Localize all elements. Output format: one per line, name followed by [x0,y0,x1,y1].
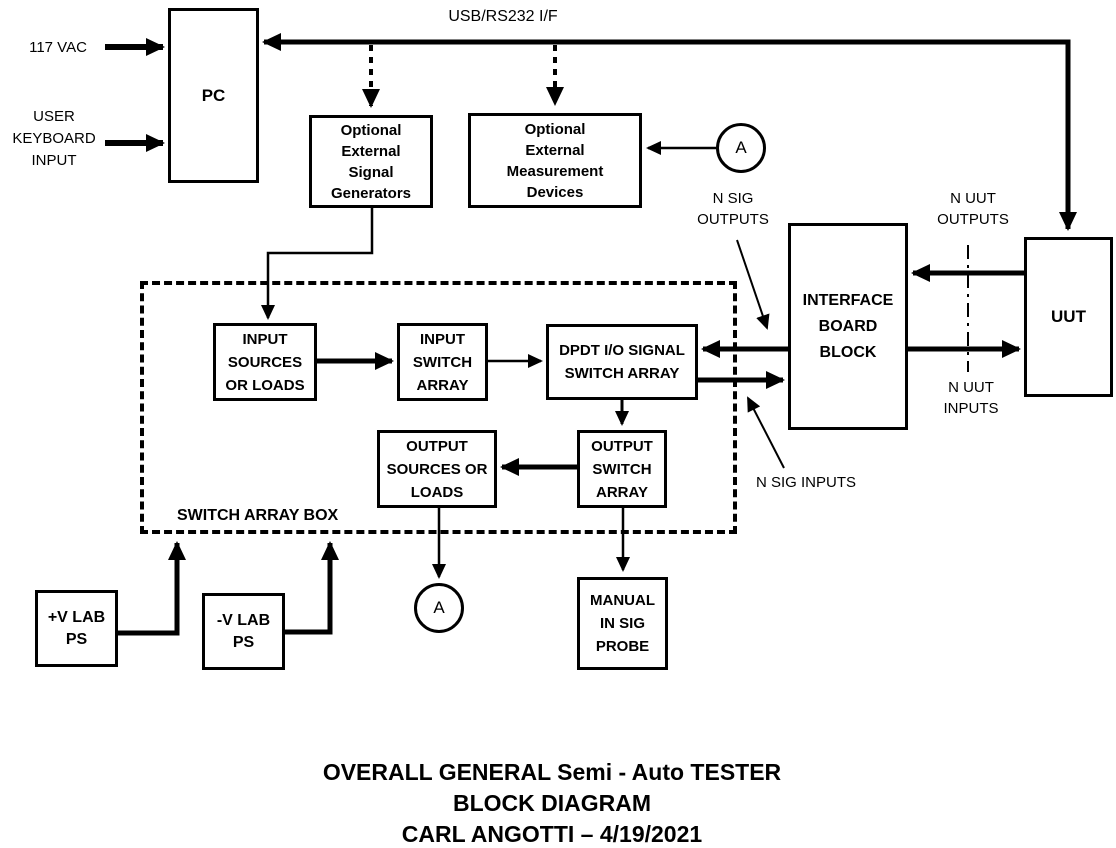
box-uut: UUT [1024,237,1113,397]
label-n-uut-outputs: N UUT OUTPUTS [937,190,1009,228]
monitor-point-a-top: A [716,123,766,173]
label-user-keyboard-input: USER KEYBOARD INPUT [12,108,96,169]
box-neg-v-lab-ps: -V LAB PS [202,593,285,670]
box-dpdt-io-signal-switch-array: DPDT I/O SIGNAL SWITCH ARRAY [546,324,698,400]
box-input-switch-array: INPUT SWITCH ARRAY [397,323,488,401]
box-interface-board-block: INTERFACE BOARD BLOCK [788,223,908,430]
label-117-vac: 117 VAC [29,39,87,56]
label-switch-array-box: SWITCH ARRAY BOX [177,507,339,524]
arrow-neg-ps-to-box [285,541,339,635]
pointer-n-sig-inputs [747,396,785,469]
arrow-pos-ps-to-box [118,541,186,636]
box-pos-v-lab-ps: +V LAB PS [35,590,118,667]
label-n-uut-inputs: N UUT INPUTS [943,379,999,417]
label-n-sig-inputs: N SIG INPUTS [755,474,856,491]
box-output-switch-array: OUTPUT SWITCH ARRAY [577,430,667,508]
box-pc: PC [168,8,259,183]
diagram-title: OVERALL GENERAL Semi - Auto TESTER BLOCK… [252,726,852,848]
title-line-1: OVERALL GENERAL Semi - Auto TESTER [322,759,782,785]
box-manual-in-sig-probe: MANUAL IN SIG PROBE [577,577,668,670]
box-optional-signal-generators: Optional External Signal Generators [309,115,433,208]
arrow-siggen-to-input-sources [261,208,374,320]
pointer-n-sig-outputs [736,239,770,330]
box-optional-measurement-devices: Optional External Measurement Devices [468,113,642,208]
title-line-3: CARL ANGOTTI – 4/19/2021 [401,821,703,847]
label-usb-rs232-if: USB/RS232 I/F [448,8,558,25]
label-n-sig-outputs: N SIG OUTPUTS [697,190,769,228]
box-input-sources-or-loads: INPUT SOURCES OR LOADS [213,323,317,401]
box-output-sources-or-loads: OUTPUT SOURCES OR LOADS [377,430,497,508]
monitor-point-a-bottom: A [414,583,464,633]
title-line-2: BLOCK DIAGRAM [452,790,652,816]
arrow-usb-rs232-bus [262,33,1077,231]
